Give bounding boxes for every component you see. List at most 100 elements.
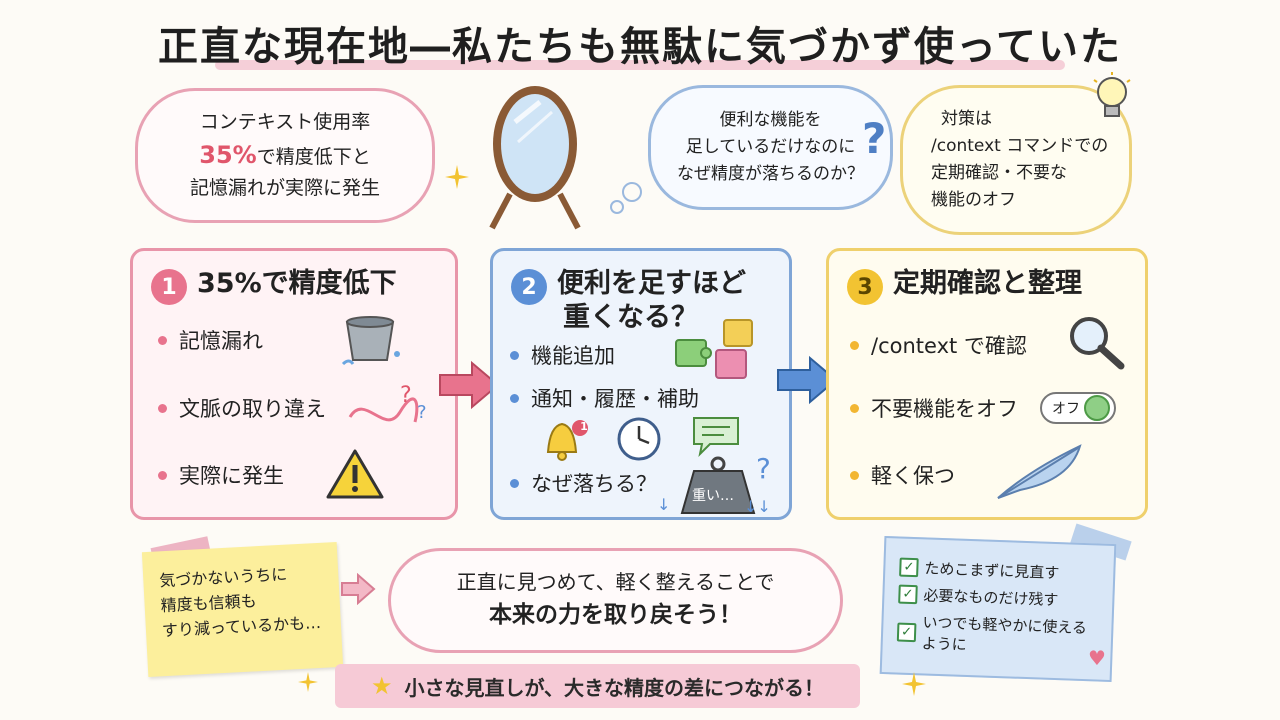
checklist-item: ✓ 必要なものだけ残す [898, 584, 1099, 612]
list-item: /context で確認 [850, 330, 1027, 360]
lightbulb-icon [1093, 72, 1131, 117]
list-item: 文脈の取り違え [158, 393, 326, 423]
bubble-line: /context コマンドでの [931, 136, 1109, 157]
panel-title-line: 便利を足すほど [557, 268, 746, 299]
title-underline [215, 60, 1065, 70]
bell-badge: 1 [580, 420, 588, 433]
warning-icon [326, 449, 384, 499]
banner-text: 小さな見直しが、大きな精度の差につながる！ [404, 675, 825, 700]
list-item: 機能追加 [510, 340, 615, 370]
bullet [158, 470, 167, 480]
checklist-item: ✓ いつでも軽やかに使えるように [896, 611, 1097, 660]
checklist-label: いつでも軽やかに使えるように [921, 613, 1088, 654]
bullet [158, 335, 167, 345]
arrow-right-icon [341, 573, 376, 605]
bubble-text: で精度低下と [256, 146, 371, 169]
list-item: なぜ落ちる？ [510, 468, 657, 498]
checklist-label: 必要なものだけ残す [923, 586, 1059, 610]
question-mark-icon: ? [862, 114, 887, 163]
page-title: 正直な現在地―私たちも無駄に気づかず使っていた [158, 24, 1122, 70]
bubble-line: 機能のオフ [931, 189, 1016, 210]
feather-icon [997, 444, 1082, 499]
center-message-cloud: 正直に見つめて、軽く整えることで 本来の力を取り戻そう！ [388, 548, 843, 653]
context-usage-bubble: コンテキスト使用率 35%で精度低下と 記憶漏れが実際に発生 [135, 88, 435, 223]
percent-text: 35% [199, 141, 257, 170]
checkmark-icon: ✓ [899, 557, 919, 578]
toggle-label: オフ [1052, 401, 1080, 417]
bullet [850, 340, 859, 350]
panel-accuracy-drop: 1 35%で精度低下 [130, 248, 458, 520]
bell-icon [546, 420, 588, 461]
arrow-right-icon [777, 355, 838, 405]
list-item: 軽く保つ [850, 460, 955, 490]
step-number: 1 [151, 269, 187, 305]
checkmark-icon: ✓ [896, 622, 917, 642]
panel-header: 3 定期確認と整理 [847, 267, 1127, 305]
panel-header: 1 35%で精度低下 [151, 267, 437, 305]
bullet [850, 470, 859, 480]
item-label: /context で確認 [871, 334, 1027, 358]
off-toggle: オフ [1040, 392, 1116, 424]
bullet [510, 393, 519, 403]
bubble-line: コンテキスト使用率 [199, 110, 371, 133]
arrow-right-icon [439, 360, 500, 410]
clock-icon [617, 417, 661, 461]
bucket-icon [341, 316, 400, 366]
toggle-knob [1084, 395, 1110, 421]
checklist-note: ✓ ためこまずに見直す ✓ 必要なものだけ残す ✓ いつでも軽やかに使えるように [879, 535, 1117, 683]
bubble-line: 記憶漏れが実際に発生 [189, 176, 380, 199]
question-bubble: 便利な機能を 足しているだけなのに なぜ精度が落ちるのか？ [648, 85, 893, 210]
item-label: 文脈の取り違え [179, 397, 326, 421]
svg-text:?: ? [417, 402, 427, 423]
bottom-banner: ★ 小さな見直しが、大きな精度の差につながる！ [335, 664, 860, 708]
bubble-line: なぜ精度が落ちるのか？ [677, 163, 864, 184]
item-label: 実際に発生 [179, 464, 284, 488]
bubble-line: 定期確認・不要な [931, 163, 1067, 183]
item-label: 記憶漏れ [179, 329, 263, 353]
bubble-line: 便利な機能を [719, 110, 822, 131]
star-icon: ★ [370, 672, 393, 700]
message-line: 本来の力を取り戻そう！ [489, 602, 742, 629]
item-label: 不要機能をオフ [871, 397, 1018, 421]
list-item: 記憶漏れ [158, 325, 263, 355]
item-label: 通知・履歴・補助 [531, 387, 699, 411]
puzzle-icon [675, 319, 753, 379]
down-arrow-icon: ↓ [657, 495, 671, 514]
magnifier-icon [1070, 317, 1125, 370]
checkmark-icon: ✓ [898, 584, 918, 605]
message-line: 正直に見つめて、軽く整えることで [456, 570, 775, 595]
checklist-label: ためこまずに見直す [924, 559, 1060, 583]
sticky-note: 気づかないうちに 精度も信頼も すり減っているかも… [141, 541, 344, 678]
bubble-line: 35%で精度低下と [199, 139, 370, 171]
list-item: 通知・履歴・補助 [510, 383, 699, 413]
thought-dot [610, 200, 624, 214]
question-mark-icon: ? [756, 452, 771, 485]
thought-dot [622, 182, 642, 202]
weight-label: 重い… [692, 488, 734, 504]
down-arrow-icon: ↓↓ [744, 497, 771, 516]
solution-bubble: 対策は /context コマンドでの 定期確認・不要な 機能のオフ [900, 85, 1132, 235]
bullet [158, 403, 167, 413]
checklist-item: ✓ ためこまずに見直す [899, 557, 1100, 585]
panel-regular-check: 3 定期確認と整理 [826, 248, 1148, 520]
panel-title: 35%で精度低下 [197, 268, 397, 299]
weight-icon [680, 456, 756, 514]
bullet [510, 478, 519, 488]
bubble-line: 足しているだけなのに [685, 137, 856, 158]
list-item: 実際に発生 [158, 460, 284, 490]
bullet [510, 350, 519, 360]
step-number: 2 [511, 269, 547, 305]
mirror-icon [489, 86, 581, 230]
item-label: なぜ落ちる？ [531, 472, 657, 496]
sparkle-icon [298, 672, 318, 692]
panel-header: 2 便利を足すほど 重くなる？ [511, 267, 771, 335]
panel-title: 定期確認と整理 [893, 268, 1082, 299]
item-label: 軽く保つ [871, 464, 955, 488]
list-item: 不要機能をオフ [850, 393, 1018, 423]
sparkle-icon [445, 165, 469, 189]
step-number: 3 [847, 269, 883, 305]
bullet [850, 403, 859, 413]
bubble-line: 対策は [941, 109, 992, 130]
panel-title: 便利を足すほど 重くなる？ [557, 267, 746, 335]
heart-icon: ♥ [1088, 646, 1106, 670]
